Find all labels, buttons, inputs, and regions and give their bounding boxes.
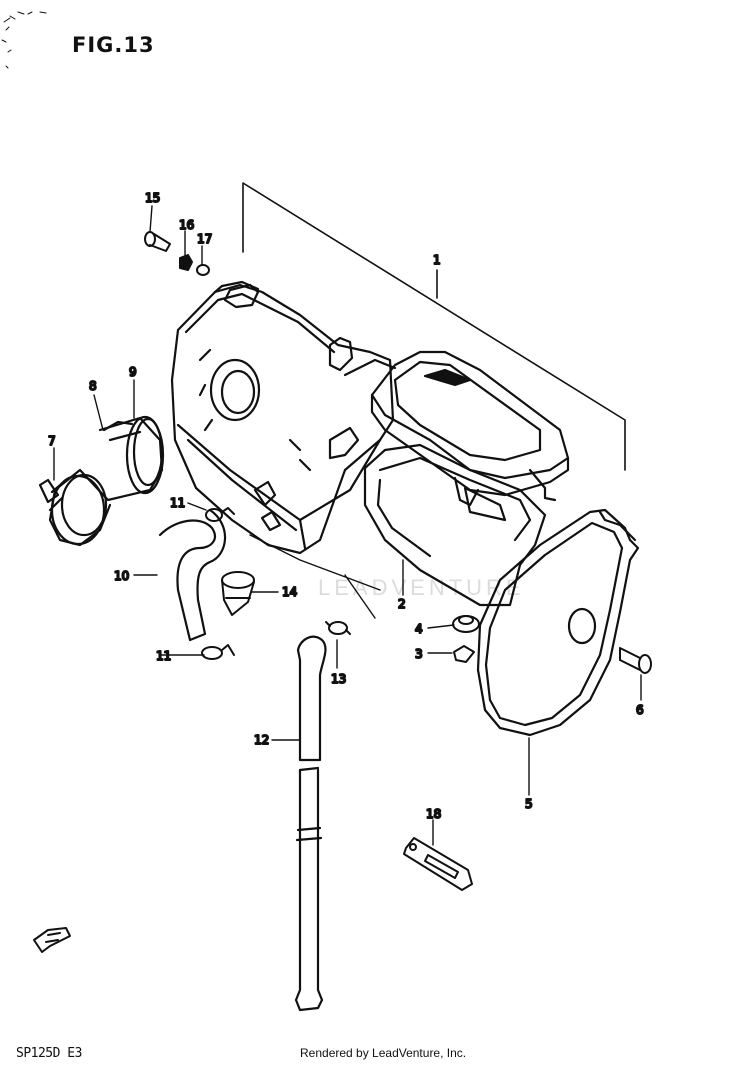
air-cleaner-case bbox=[170, 280, 397, 555]
callout-7: 7 bbox=[48, 434, 56, 448]
washer bbox=[196, 264, 210, 276]
nut bbox=[179, 254, 193, 271]
leader-lines bbox=[53, 205, 642, 846]
clip bbox=[453, 645, 475, 663]
callout-6: 6 bbox=[636, 703, 644, 717]
drain-plug bbox=[221, 571, 255, 616]
figure-title: FIG.13 bbox=[72, 33, 155, 57]
callout-14: 14 bbox=[282, 585, 297, 599]
callout-1: 1 bbox=[433, 253, 441, 267]
air-cleaner-cover bbox=[476, 508, 640, 737]
callout-3: 3 bbox=[415, 647, 423, 661]
callout-18: 18 bbox=[426, 807, 441, 821]
drain-hose-lower bbox=[294, 635, 327, 1012]
strap bbox=[403, 837, 473, 891]
scan-speckle bbox=[1, 11, 47, 69]
callout-9: 9 bbox=[129, 365, 137, 379]
hose-clamp bbox=[201, 507, 235, 660]
callout-12: 12 bbox=[254, 733, 269, 747]
case-ground-line bbox=[249, 534, 381, 619]
callout-16: 16 bbox=[179, 218, 194, 232]
assembly-bracket-1 bbox=[242, 182, 626, 471]
inlet-funnel bbox=[38, 415, 165, 547]
callout-17: 17 bbox=[197, 232, 212, 246]
callout-10: 10 bbox=[114, 569, 129, 583]
bolt bbox=[144, 231, 171, 252]
filter-element bbox=[363, 350, 570, 607]
callout-4: 4 bbox=[415, 622, 423, 636]
callout-11a: 11 bbox=[170, 496, 185, 510]
callout-11b: 11 bbox=[156, 649, 171, 663]
callout-13: 13 bbox=[331, 672, 346, 686]
callout-5: 5 bbox=[525, 797, 533, 811]
small-clamp bbox=[325, 621, 351, 635]
model-code: SP125D E3 bbox=[16, 1046, 82, 1061]
front-direction-arrow bbox=[33, 927, 71, 953]
drain-hose-upper bbox=[158, 508, 227, 642]
callout-8: 8 bbox=[89, 379, 97, 393]
render-credit: Rendered by LeadVenture, Inc. bbox=[300, 1046, 467, 1060]
grommet bbox=[452, 615, 480, 633]
callout-15: 15 bbox=[145, 191, 160, 205]
cover-screw bbox=[619, 647, 652, 674]
callout-2: 2 bbox=[398, 597, 406, 611]
